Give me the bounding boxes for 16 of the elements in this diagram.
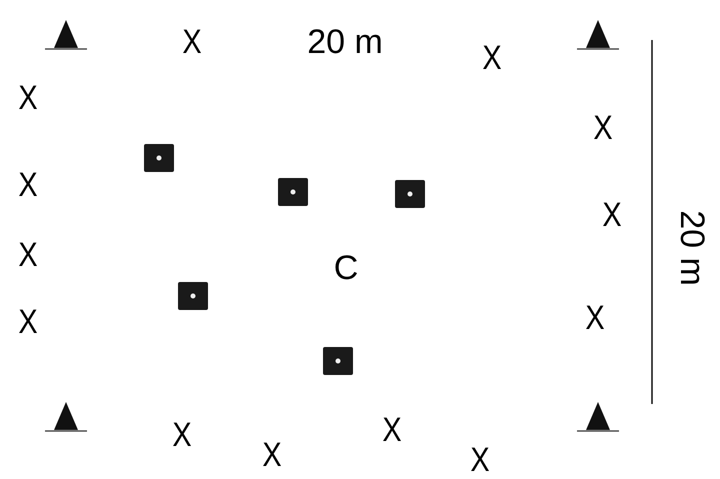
plot-marker: X bbox=[602, 198, 622, 232]
plot-marker: X bbox=[18, 81, 38, 115]
plot-label: C bbox=[334, 251, 358, 285]
plot-marker: X bbox=[18, 238, 38, 272]
plot-marker: X bbox=[585, 301, 605, 335]
plot-marker: X bbox=[382, 413, 402, 447]
dimension-label: 20 m bbox=[675, 210, 709, 286]
plot-marker: X bbox=[18, 305, 38, 339]
plot-marker: X bbox=[470, 443, 490, 477]
plot-label: 20 m bbox=[307, 25, 383, 59]
plot-marker: X bbox=[172, 418, 192, 452]
plot-marker: X bbox=[182, 25, 202, 59]
plot-marker: X bbox=[482, 41, 502, 75]
plot-marker: X bbox=[262, 438, 282, 472]
plot-marker: X bbox=[593, 111, 613, 145]
plot-marker: X bbox=[18, 168, 38, 202]
